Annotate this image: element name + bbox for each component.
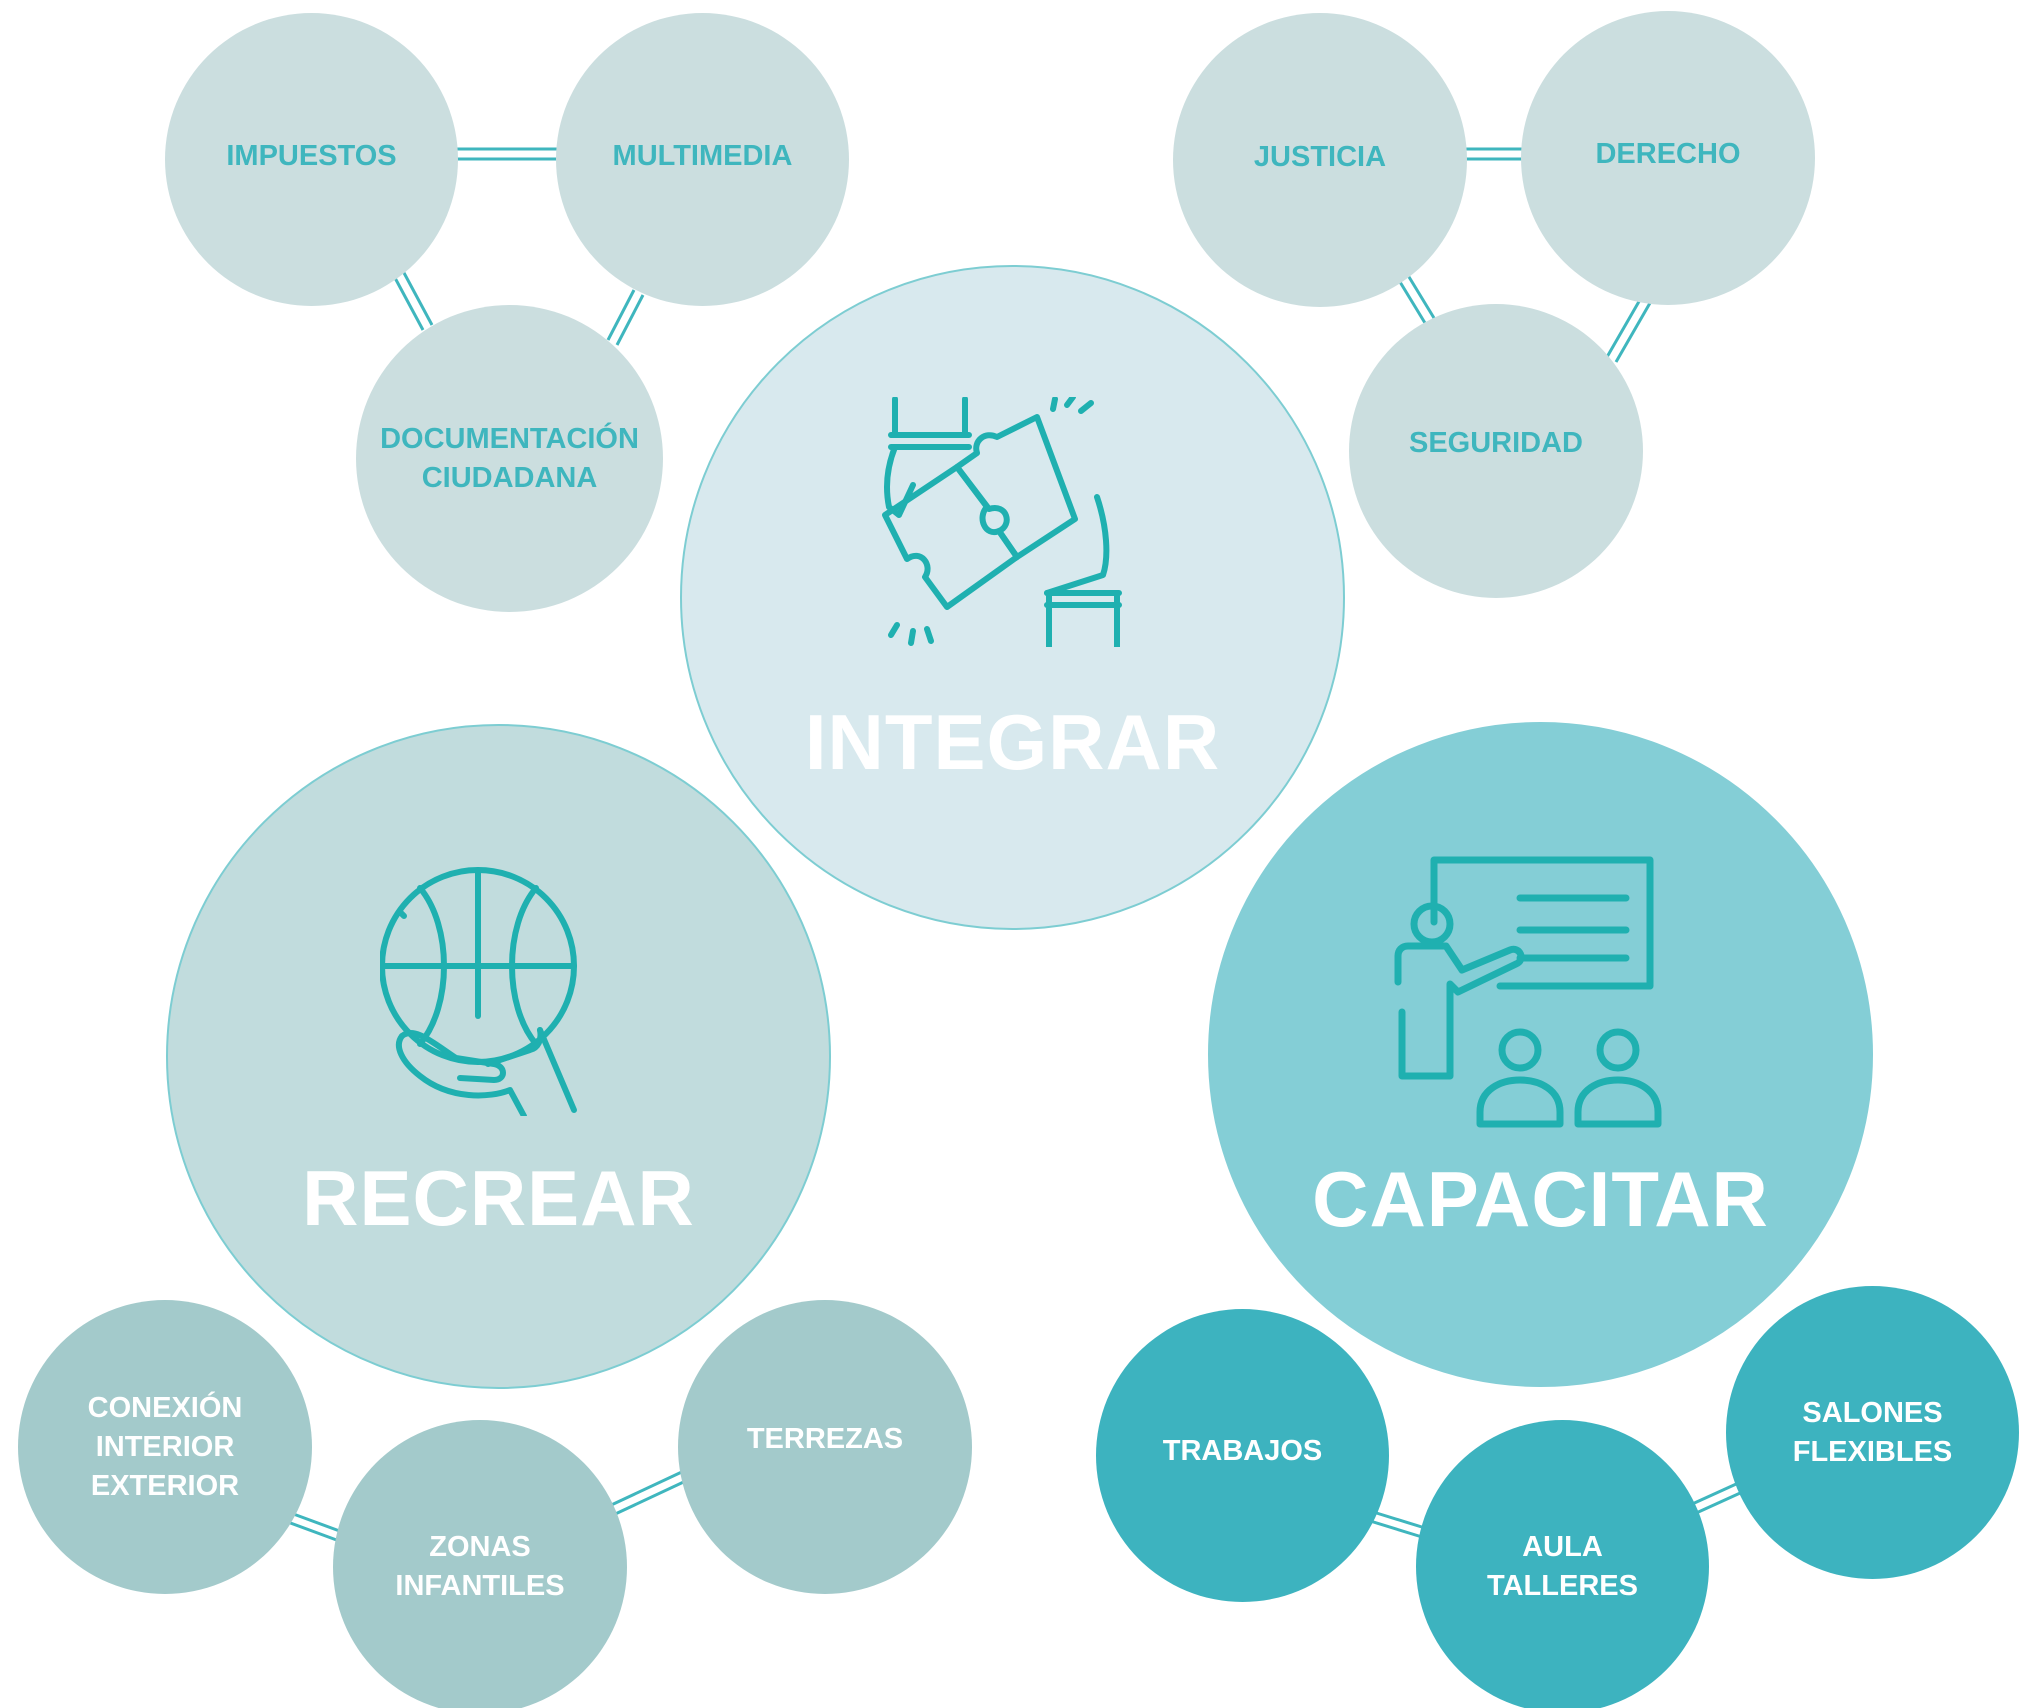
node-terrezas: TERREZAS xyxy=(678,1300,972,1594)
presentation-teacher-icon xyxy=(1394,856,1662,1128)
link-trabajos-aula xyxy=(1366,1509,1426,1539)
puzzle-hands-icon xyxy=(882,397,1122,647)
node-aula-talleres: AULA TALLERES xyxy=(1416,1420,1709,1708)
node-derecho: DERECHO xyxy=(1521,11,1815,305)
node-trabajos: TRABAJOS xyxy=(1096,1309,1389,1602)
node-zonas-label-2: INFANTILES xyxy=(395,1570,565,1602)
category-integrar: INTEGRAR xyxy=(680,265,1345,930)
node-seguridad: SEGURIDAD xyxy=(1349,304,1643,598)
node-zonas-infantiles: ZONAS INFANTILES xyxy=(333,1420,627,1708)
node-terrezas-label: TERREZAS xyxy=(746,1422,904,1455)
basketball-in-hand-icon xyxy=(380,867,577,1116)
node-salones-flexibles: SALONES FLEXIBLES xyxy=(1726,1286,2019,1579)
node-impuestos: IMPUESTOS xyxy=(165,13,458,306)
node-multimedia-label: MULTIMEDIA xyxy=(612,140,793,172)
node-justicia: JUSTICIA xyxy=(1173,13,1467,307)
node-conexion-label-1: CONEXIÓN xyxy=(87,1391,243,1424)
node-impuestos-label: IMPUESTOS xyxy=(226,140,397,172)
node-trabajos-label: TRABAJOS xyxy=(1162,1435,1323,1467)
link-justicia-seguridad xyxy=(1395,271,1436,324)
node-multimedia: MULTIMEDIA xyxy=(556,13,849,306)
node-salones-label-2: FLEXIBLES xyxy=(1792,1435,1953,1468)
link-derecho-seguridad xyxy=(1605,297,1652,363)
node-derecho-label: DERECHO xyxy=(1595,137,1741,170)
node-justicia-label: JUSTICIA xyxy=(1253,140,1387,173)
node-aula-label-1: AULA xyxy=(1522,1530,1603,1563)
node-conexion-interior-exterior: CONEXIÓN INTERIOR EXTERIOR xyxy=(18,1300,312,1594)
node-conexion-label-2: INTERIOR xyxy=(95,1430,235,1463)
category-recrear: RECREAR xyxy=(166,724,831,1389)
link-impuestos-documentacion xyxy=(392,270,434,331)
node-conexion-label-3: EXTERIOR xyxy=(90,1469,240,1502)
capacitar-title: CAPACITAR xyxy=(1312,1155,1769,1243)
link-conexion-zonas xyxy=(284,1510,346,1544)
recrear-title: RECREAR xyxy=(302,1154,695,1242)
node-seguridad-label: SEGURIDAD xyxy=(1408,426,1583,459)
node-zonas-label-1: ZONAS xyxy=(429,1531,531,1563)
link-zonas-terrezas xyxy=(606,1468,691,1518)
node-documentacion-label-1: DOCUMENTACIÓN xyxy=(380,422,639,455)
node-documentacion-label-2: CIUDADANA xyxy=(421,461,598,494)
node-documentacion-ciudadana: DOCUMENTACIÓN CIUDADANA xyxy=(356,305,663,612)
integrar-title: INTEGRAR xyxy=(804,698,1221,786)
link-impuestos-multimedia xyxy=(455,147,560,161)
category-capacitar: CAPACITAR xyxy=(1208,722,1873,1387)
node-salones-label-1: SALONES xyxy=(1802,1396,1943,1429)
link-multimedia-documentacion xyxy=(606,289,645,346)
link-justicia-derecho xyxy=(1462,147,1525,161)
node-aula-label-2: TALLERES xyxy=(1487,1569,1638,1602)
